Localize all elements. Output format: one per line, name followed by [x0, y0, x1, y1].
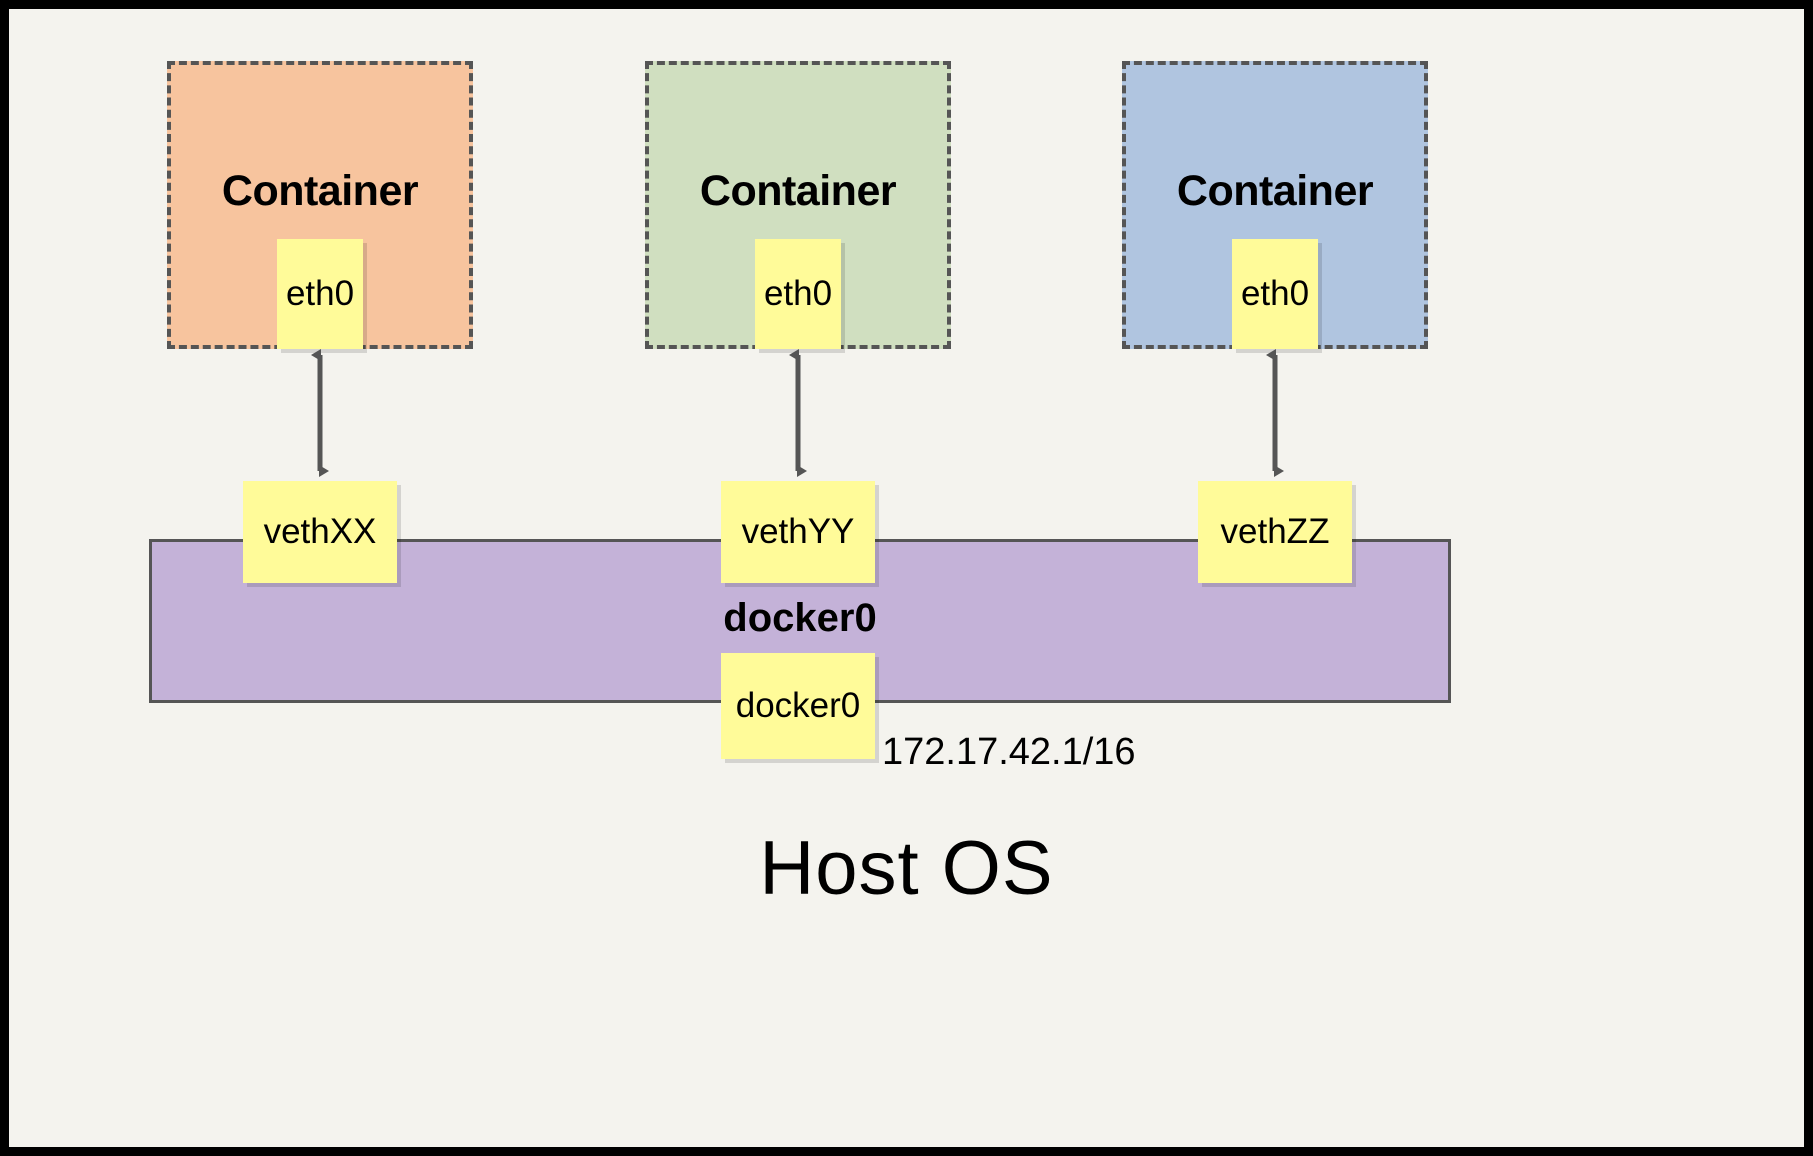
veth-link-arrow-1: [311, 349, 329, 477]
veth-interface-box-3: vethZZ: [1198, 481, 1352, 583]
docker0-interface-box: docker0: [721, 653, 875, 759]
veth-interface-box-2: vethYY: [721, 481, 875, 583]
veth-link-arrow-3: [1266, 349, 1284, 477]
container-title-1: Container: [221, 167, 419, 215]
veth-interface-box-1: vethXX: [243, 481, 397, 583]
eth0-interface-box-1: eth0: [277, 239, 363, 349]
eth0-interface-box-2: eth0: [755, 239, 841, 349]
docker0-bridge-label: docker0: [723, 596, 877, 640]
eth0-interface-box-3: eth0: [1232, 239, 1318, 349]
container-title-3: Container: [1176, 167, 1374, 215]
docker0-ip-label: 172.17.42.1/16: [882, 731, 1136, 773]
container-title-2: Container: [699, 167, 897, 215]
host-os-label: Host OS: [759, 826, 1054, 911]
veth-link-arrow-2: [789, 349, 807, 477]
